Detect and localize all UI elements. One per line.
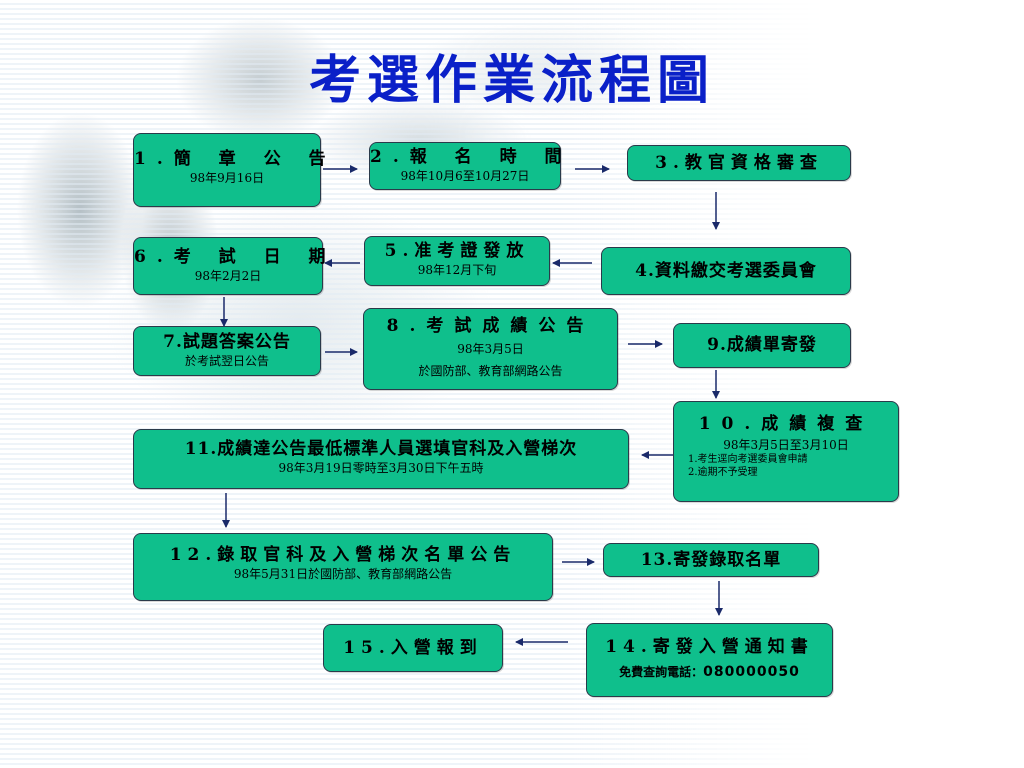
- step-13-title: 13.寄發錄取名單: [640, 550, 782, 570]
- step-12-box: 12.錄取官科及入營梯次名單公告 98年5月31日於國防部、教育部網路公告: [133, 533, 553, 601]
- step-9-title: 9.成績單寄發: [707, 335, 817, 355]
- step-15-title: 15.入營報到: [343, 638, 483, 658]
- step-13-box: 13.寄發錄取名單: [603, 543, 819, 577]
- step-11-title: 11.成績達公告最低標準人員選填官科及入營梯次: [184, 439, 578, 459]
- step-8-date: 98年3月5日: [457, 342, 524, 356]
- step-1-title: 1.簡 章 公 告: [134, 149, 337, 169]
- step-5-date: 98年12月下旬: [417, 263, 497, 277]
- step-11-box: 11.成績達公告最低標準人員選填官科及入營梯次 98年3月19日零時至3月30日…: [133, 429, 629, 489]
- step-1-date: 98年9月16日: [189, 171, 265, 185]
- step-10-note-1: 1.考生逕向考選委員會申請: [688, 454, 808, 465]
- step-12-title: 12.錄取官科及入營梯次名單公告: [169, 545, 517, 565]
- step-2-title: 2.報 名 時 間: [370, 147, 573, 167]
- step-6-title: 6.考 試 日 期: [134, 247, 337, 267]
- step-2-box: 2.報 名 時 間 98年10月6至10月27日: [369, 142, 573, 190]
- step-1-box: 1.簡 章 公 告 98年9月16日: [133, 133, 337, 207]
- step-14-phone-label: 免費查詢電話：: [619, 665, 704, 679]
- page-title: 考選作業流程圖: [308, 50, 715, 111]
- step-5-box: 5.准考證發放 98年12月下旬: [364, 236, 550, 286]
- step-12-date: 98年5月31日於國防部、教育部網路公告: [233, 567, 453, 581]
- step-7-title: 7.試題答案公告: [163, 332, 291, 352]
- step-6-date: 98年2月2日: [194, 269, 262, 283]
- step-3-title: 3.教官資格審查: [655, 153, 823, 173]
- step-4-box: 4.資料繳交考選委員會: [601, 247, 851, 295]
- step-11-date: 98年3月19日零時至3月30日下午五時: [278, 461, 484, 475]
- step-10-note-2: 2.逾期不予受理: [688, 467, 758, 478]
- step-2-date: 98年10月6至10月27日: [400, 169, 530, 183]
- step-8-note: 於國防部、教育部網路公告: [418, 364, 563, 378]
- step-10-date: 98年3月5日至3月10日: [723, 438, 849, 452]
- step-14-title: 14.寄發入營通知書: [605, 637, 814, 657]
- step-15-box: 15.入營報到: [323, 624, 503, 672]
- step-5-title: 5.准考證發放: [384, 241, 530, 261]
- step-10-box: 10.成績複查 98年3月5日至3月10日 1.考生逕向考選委員會申請 2.逾期…: [673, 401, 899, 502]
- step-7-note: 於考試翌日公告: [184, 354, 269, 368]
- step-14-phone-line: 免費查詢電話：080000050: [587, 664, 832, 680]
- step-7-box: 7.試題答案公告 於考試翌日公告: [133, 326, 321, 376]
- step-6-box: 6.考 試 日 期 98年2月2日: [133, 237, 337, 295]
- step-8-title: 8.考試成績公告: [386, 316, 595, 336]
- step-10-title: 10.成績複查: [698, 414, 874, 434]
- step-3-box: 3.教官資格審查: [627, 145, 851, 181]
- step-9-box: 9.成績單寄發: [673, 323, 851, 368]
- step-14-box: 14.寄發入營通知書 免費查詢電話：080000050: [586, 623, 833, 697]
- step-8-box: 8.考試成績公告 98年3月5日 於國防部、教育部網路公告: [363, 308, 618, 390]
- step-14-phone-number: 080000050: [703, 664, 800, 680]
- step-4-title: 4.資料繳交考選委員會: [635, 261, 817, 281]
